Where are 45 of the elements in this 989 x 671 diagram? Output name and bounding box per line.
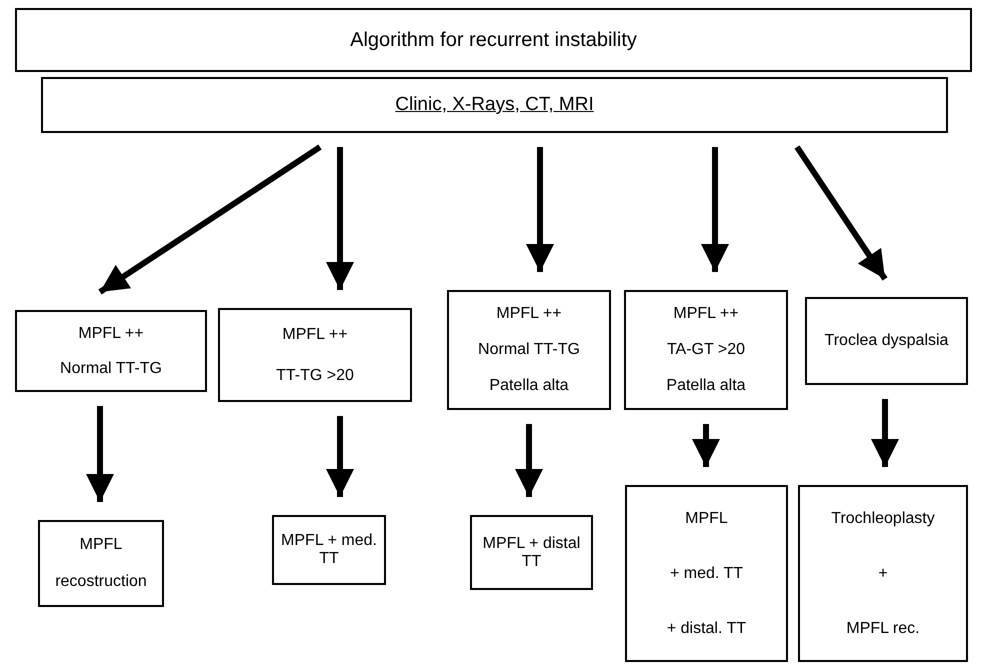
arrow	[692, 424, 720, 467]
arrow	[98, 144, 322, 294]
box-text: MPFL	[685, 510, 728, 528]
arrow	[526, 147, 554, 272]
box-text: Patella alta	[489, 377, 569, 395]
arrow	[515, 424, 543, 497]
box-text: recostruction	[55, 573, 147, 592]
box-text: MPFL ++	[673, 305, 739, 323]
box-text: Troclea dyspalsia	[824, 332, 948, 350]
process-box	[15, 310, 207, 392]
box-text: TA-GT >20	[666, 341, 746, 359]
arrow	[326, 416, 354, 497]
arrow	[794, 145, 888, 281]
process-box	[624, 290, 788, 410]
process-box	[38, 520, 164, 607]
box-text: MPFL + distal TT	[482, 534, 582, 570]
box-text: MPFL ++	[78, 324, 144, 342]
arrow	[701, 147, 729, 272]
box-text: MPFL rec.	[846, 620, 920, 638]
box-text: Clinic, X-Rays, CT, MRI	[395, 94, 594, 116]
process-box	[272, 515, 386, 585]
process-box	[625, 485, 788, 662]
process-box	[805, 297, 968, 385]
title-box	[15, 8, 972, 72]
arrow	[871, 399, 899, 467]
box-text: Patella alta	[666, 377, 746, 395]
box-text: MPFL	[80, 536, 122, 554]
title-text: Algorithm for recurrent instability	[350, 28, 637, 52]
box-text: Normal TT-TG	[478, 341, 580, 359]
process-box	[41, 77, 948, 133]
box-text: +	[878, 564, 888, 582]
box-text: TT-TG >20	[276, 366, 354, 384]
box-text: Trochleoplasty	[831, 510, 935, 528]
process-box	[218, 308, 412, 402]
box-text: MPFL + med. TT	[280, 532, 378, 568]
arrow	[86, 406, 114, 502]
box-text: MPFL ++	[496, 305, 562, 323]
process-box	[447, 290, 611, 410]
arrow	[326, 147, 354, 290]
box-text: + med. TT	[670, 564, 744, 582]
box-text: Normal TT-TG	[60, 360, 162, 378]
process-box	[798, 485, 968, 662]
box-text: MPFL ++	[282, 326, 348, 344]
box-text: + distal. TT	[666, 620, 746, 638]
process-box	[470, 515, 593, 590]
